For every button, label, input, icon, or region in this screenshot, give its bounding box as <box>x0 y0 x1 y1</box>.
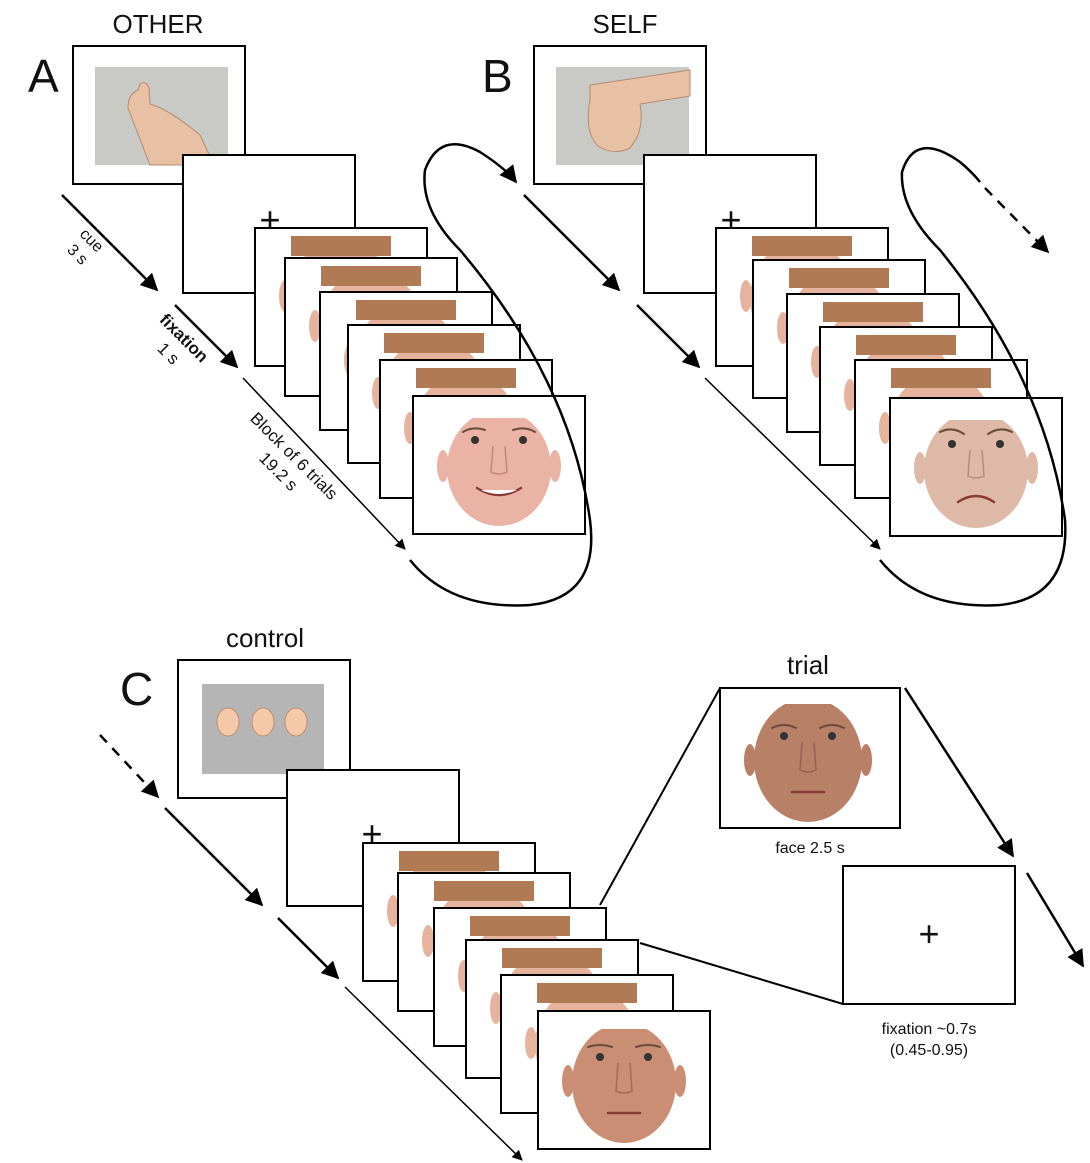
block-arrow-b <box>704 377 881 550</box>
pointing-fist-icon <box>587 69 691 152</box>
panel-a-cue-card <box>72 45 246 185</box>
face-card-frowning <box>889 397 1063 537</box>
fixation-arrow <box>174 304 239 369</box>
continuation-arrow-b <box>984 187 1050 254</box>
oval-icon <box>284 707 308 737</box>
panel-a-condition-label: OTHER <box>113 9 204 39</box>
zoom-line-top <box>599 687 721 906</box>
loop-arrow-a-to-b <box>409 142 593 607</box>
trial-fixation-card: + <box>842 865 1016 1005</box>
cue-arrow <box>61 194 159 292</box>
zoom-line-bottom <box>639 942 844 1005</box>
panel-c-letter: C <box>120 663 153 715</box>
fixation-arrow-c <box>277 917 340 980</box>
oval-icon <box>216 707 240 737</box>
face-card-smiling <box>412 395 586 535</box>
trial-fixation-duration: fixation ~0.7s <box>882 1021 977 1038</box>
panel-c-control-card <box>177 659 351 799</box>
trial-fixation-cross: + <box>918 913 939 954</box>
cue-arrow-c <box>164 807 264 907</box>
trial-title: trial <box>787 650 829 680</box>
cue-arrow-b <box>523 194 621 292</box>
block-arrow <box>242 377 406 550</box>
block-arrow-c <box>344 986 523 1161</box>
trial-face-card <box>719 687 901 829</box>
pointing-hand-icon <box>127 82 215 166</box>
oval-icon <box>251 707 275 737</box>
panel-b-condition-label: SELF <box>592 9 657 39</box>
trial-fixation-range: (0.45-0.95) <box>890 1042 968 1059</box>
trial-arrow-1 <box>903 687 1015 858</box>
face-card-neutral <box>537 1010 711 1150</box>
panel-c-condition-label: control <box>226 623 304 653</box>
panel-a-letter: A <box>28 50 59 102</box>
panel-b-face-stack <box>715 227 1063 537</box>
trial-face-duration: face 2.5 s <box>775 840 844 857</box>
fixation-arrow-b <box>636 304 701 369</box>
panel-c-face-stack <box>362 842 711 1150</box>
panel-a-face-stack <box>254 227 586 535</box>
panel-b-letter: B <box>482 50 513 102</box>
fixation-text: fixation 1 s <box>154 310 212 368</box>
continuation-arrow-c <box>99 734 160 799</box>
trial-arrow-2 <box>1025 872 1085 968</box>
panel-b-cue-card <box>533 45 707 185</box>
loop-arrow-b-to-c <box>879 146 1067 607</box>
